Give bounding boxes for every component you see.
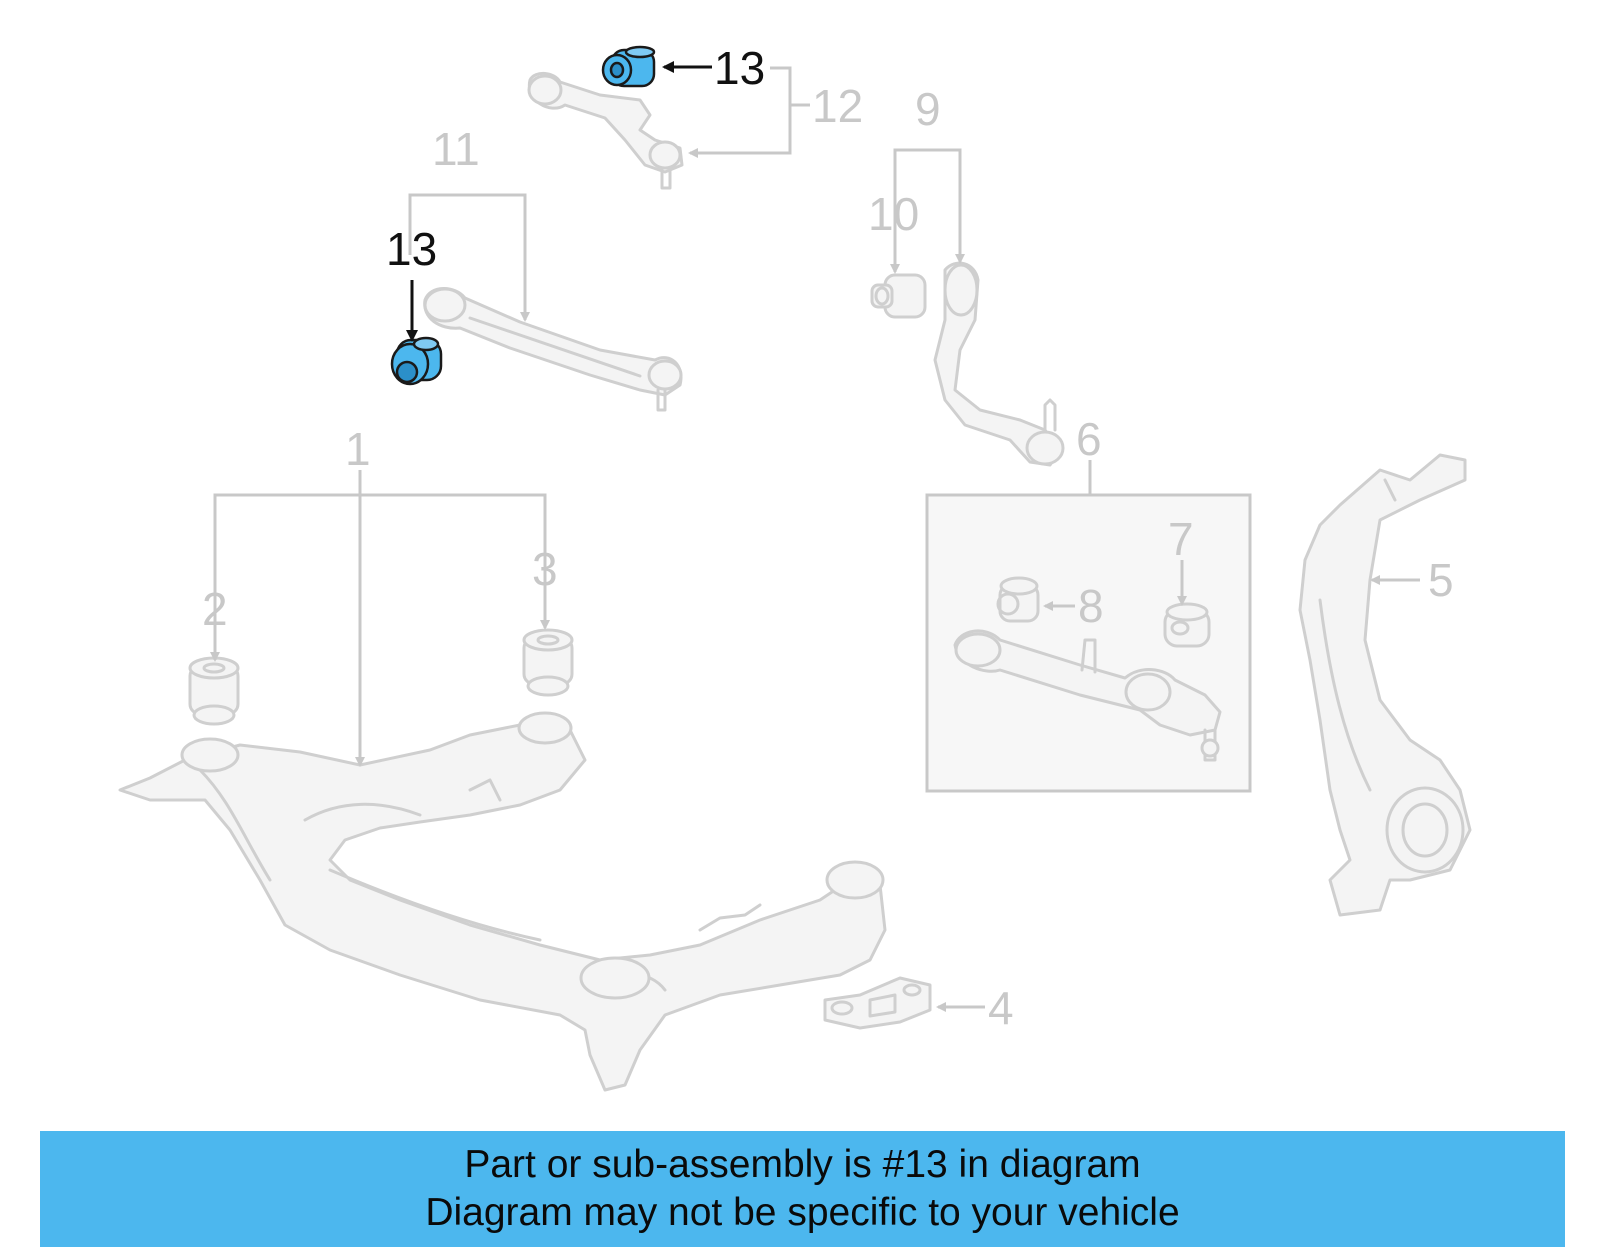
callout-2[interactable]: 2 [202, 583, 228, 635]
arm-12-part[interactable] [527, 72, 684, 190]
bracket-4-part[interactable] [823, 976, 932, 1030]
leader-12 [688, 66, 810, 158]
bushing-2-part[interactable] [188, 656, 240, 726]
bushing-13-left-part[interactable] [390, 336, 443, 386]
callout-11[interactable]: 11 [432, 123, 480, 175]
callout-1[interactable]: 1 [345, 423, 371, 475]
leader-1 [210, 470, 550, 767]
bushing-13-top-part[interactable] [601, 45, 656, 88]
notice-banner: Part or sub-assembly is #13 in diagram D… [40, 1131, 1565, 1247]
banner-line-2: Diagram may not be specific to your vehi… [425, 1191, 1180, 1234]
leader-11 [408, 193, 530, 322]
subframe-part[interactable] [118, 711, 887, 1092]
callout-5[interactable]: 5 [1428, 554, 1454, 606]
callout-9[interactable]: 9 [915, 83, 941, 135]
callout-4[interactable]: 4 [988, 982, 1014, 1034]
bushing-7-part[interactable] [1163, 602, 1211, 648]
arm-11-part[interactable] [423, 287, 683, 412]
bushing-8-part[interactable] [996, 576, 1040, 623]
callout-6[interactable]: 6 [1076, 413, 1102, 465]
callout-7[interactable]: 7 [1168, 513, 1194, 565]
callout-3[interactable]: 3 [532, 543, 558, 595]
callout-12[interactable]: 12 [812, 80, 863, 132]
control-arm-6-part[interactable] [953, 629, 1222, 762]
bushing-10-part[interactable] [870, 273, 927, 319]
arm-9-part[interactable] [933, 261, 1065, 467]
callout-13-top[interactable]: 13 [714, 42, 765, 94]
leader-9-10 [890, 148, 965, 274]
bushing-3-part[interactable] [522, 628, 574, 697]
callout-8[interactable]: 8 [1078, 580, 1104, 632]
banner-line-1: Part or sub-assembly is #13 in diagram [464, 1143, 1141, 1186]
knuckle-5-part[interactable] [1298, 453, 1472, 917]
callout-13-left[interactable]: 13 [386, 223, 437, 275]
callout-10[interactable]: 10 [868, 188, 919, 240]
